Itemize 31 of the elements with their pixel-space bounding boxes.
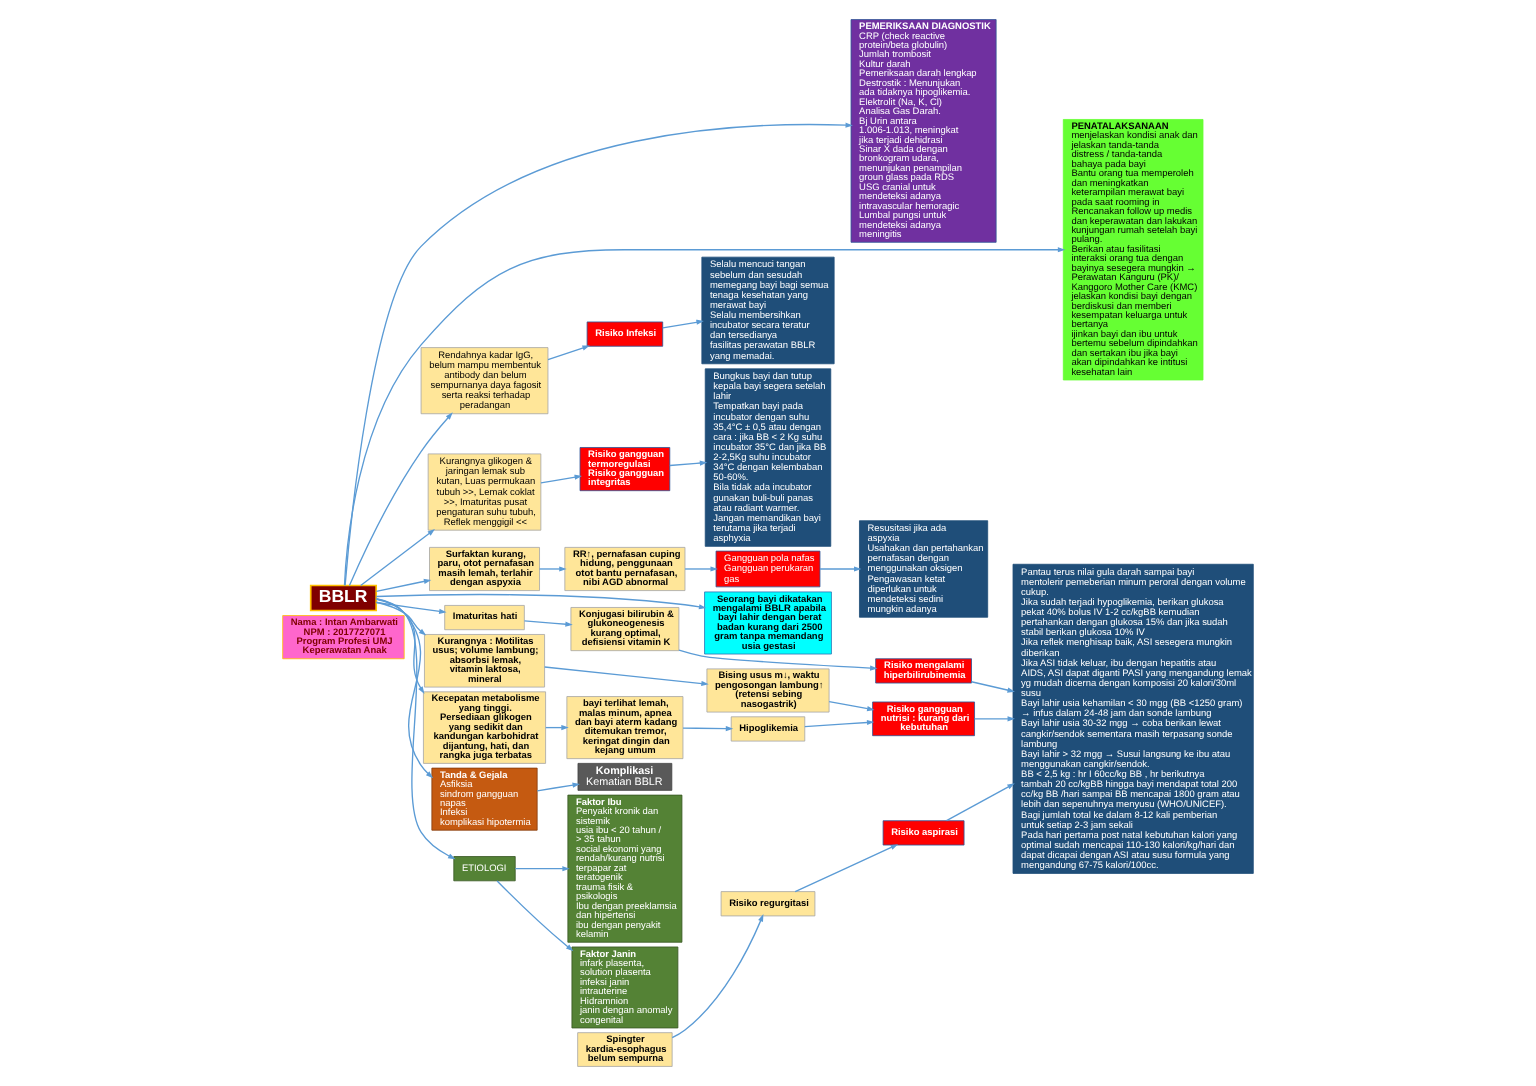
arrow bbox=[945, 783, 1015, 822]
arrow bbox=[678, 649, 878, 671]
arrow bbox=[375, 598, 434, 779]
arrow bbox=[544, 666, 709, 687]
node-box: BBLR bbox=[309, 584, 378, 612]
arrow bbox=[970, 681, 1015, 693]
arrow bbox=[682, 725, 734, 732]
arrow bbox=[671, 914, 764, 1039]
arrow bbox=[348, 412, 453, 587]
arrow bbox=[538, 566, 567, 572]
arrow bbox=[375, 578, 432, 592]
arrow bbox=[375, 601, 427, 636]
arrow bbox=[684, 566, 718, 572]
arrow bbox=[540, 474, 583, 484]
arrow bbox=[974, 716, 1015, 722]
arrow bbox=[819, 566, 862, 572]
arrow bbox=[375, 601, 447, 614]
arrow bbox=[804, 719, 875, 728]
arrow bbox=[360, 529, 435, 587]
arrow bbox=[496, 880, 574, 952]
arrow bbox=[794, 844, 899, 893]
arrow bbox=[669, 460, 708, 467]
arrow bbox=[662, 319, 704, 329]
arrow bbox=[828, 700, 875, 712]
arrow bbox=[547, 345, 590, 361]
arrow bbox=[536, 782, 580, 792]
arrow bbox=[514, 866, 570, 872]
arrow bbox=[523, 620, 573, 627]
arrow bbox=[375, 598, 425, 694]
arrow bbox=[375, 593, 707, 610]
arrow bbox=[375, 598, 456, 860]
